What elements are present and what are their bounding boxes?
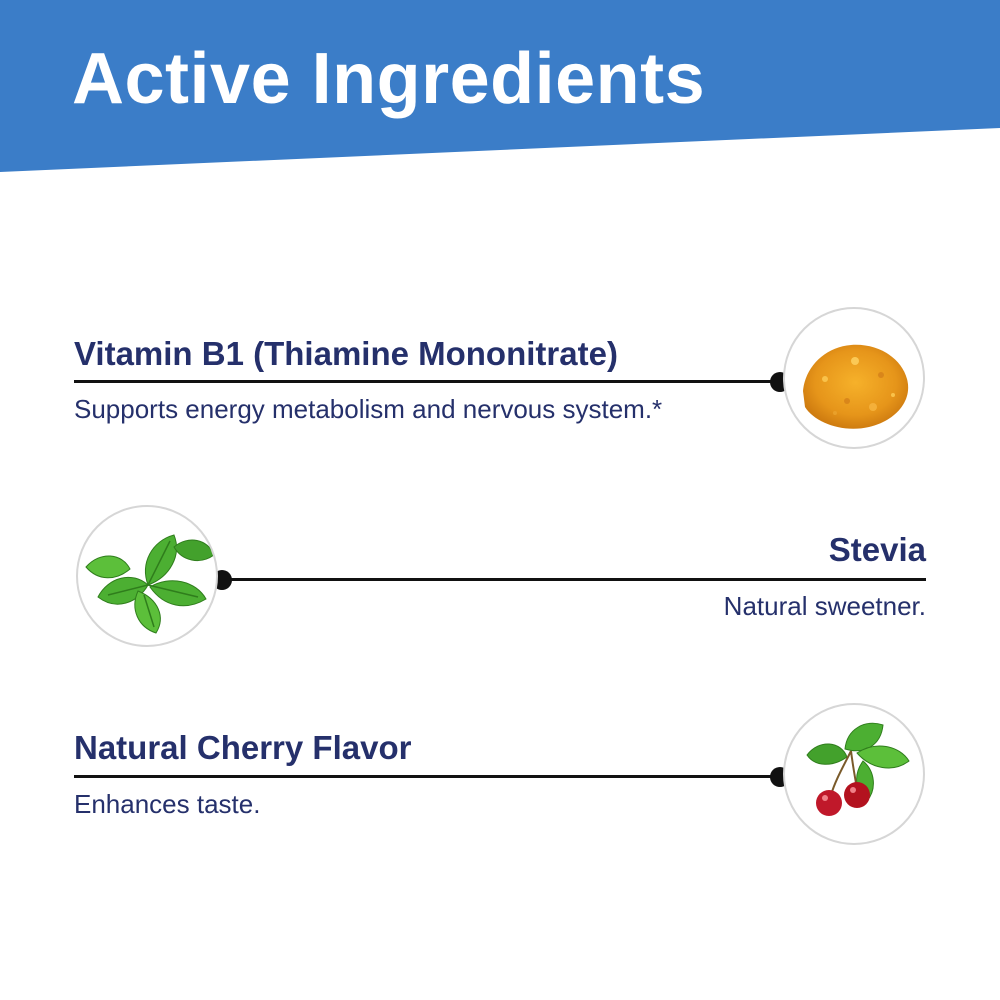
cherries-image <box>783 703 925 845</box>
header-banner <box>0 0 1000 172</box>
page-title: Active Ingredients <box>72 39 706 119</box>
ingredient-divider <box>222 578 926 581</box>
turmeric-powder-image <box>783 307 925 449</box>
ingredient-description: Enhances taste. <box>74 789 261 819</box>
ingredient-name: Stevia <box>828 531 926 568</box>
ingredient-divider <box>74 380 780 383</box>
stevia-leaves-image <box>76 505 218 647</box>
ingredient-description: Supports energy metabolism and nervous s… <box>74 394 663 424</box>
ingredient-name: Natural Cherry Flavor <box>74 729 412 766</box>
ingredient-divider <box>74 775 780 778</box>
ingredient-name: Vitamin B1 (Thiamine Mononitrate) <box>74 335 618 372</box>
ingredient-description: Natural sweetner. <box>723 591 926 621</box>
